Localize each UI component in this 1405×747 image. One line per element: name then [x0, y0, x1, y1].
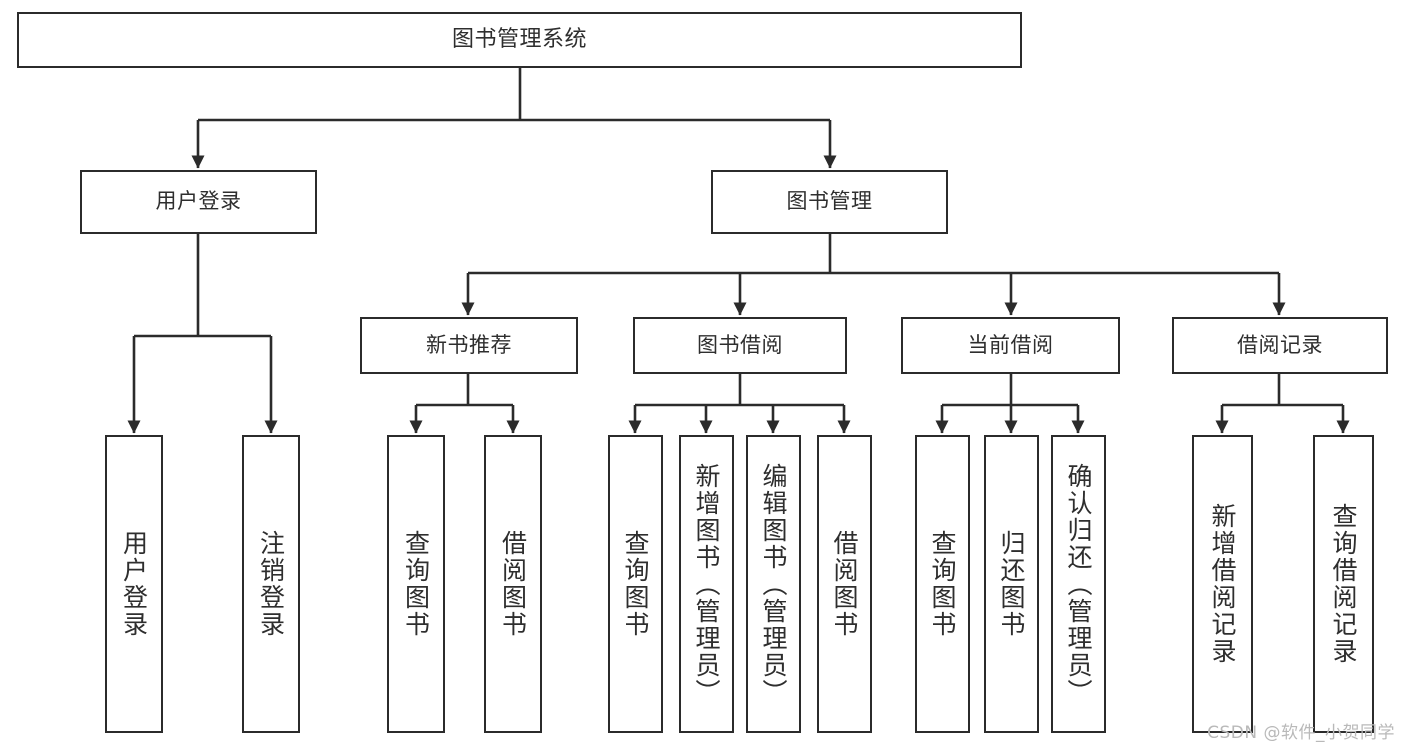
leaf-user-logout[interactable]: 注销登录	[242, 435, 300, 733]
node-user-login[interactable]: 用户登录	[80, 170, 317, 234]
leaf-borrow-lend-book[interactable]: 借阅图书	[817, 435, 872, 733]
leaf-records-add-label: 新增借阅记录	[1208, 503, 1237, 665]
leaf-current-confirm-return-admin[interactable]: 确认归还（管理员）	[1051, 435, 1106, 733]
leaf-current-query[interactable]: 查询图书	[915, 435, 970, 733]
leaf-borrow-edit-book-admin-label: 编辑图书（管理员）	[759, 462, 788, 706]
leaf-borrow-add-book-admin-label: 新增图书（管理员）	[692, 462, 721, 706]
node-borrow-records[interactable]: 借阅记录	[1172, 317, 1388, 374]
leaf-records-query[interactable]: 查询借阅记录	[1313, 435, 1374, 733]
node-user-login-label: 用户登录	[155, 189, 242, 214]
node-current-borrow[interactable]: 当前借阅	[901, 317, 1120, 374]
leaf-user-login[interactable]: 用户登录	[105, 435, 163, 733]
leaf-current-query-label: 查询图书	[928, 530, 957, 638]
node-new-book-recommend[interactable]: 新书推荐	[360, 317, 578, 374]
node-book-management-label: 图书管理	[786, 189, 873, 214]
leaf-current-return-book[interactable]: 归还图书	[984, 435, 1039, 733]
node-root[interactable]: 图书管理系统	[17, 12, 1022, 68]
node-book-borrow-label: 图书借阅	[697, 332, 783, 357]
leaf-user-login-label: 用户登录	[119, 530, 149, 638]
node-root-label: 图书管理系统	[451, 26, 587, 52]
leaf-records-add[interactable]: 新增借阅记录	[1192, 435, 1253, 733]
leaf-records-query-label: 查询借阅记录	[1329, 503, 1358, 665]
leaf-current-return-book-label: 归还图书	[997, 530, 1026, 638]
leaf-current-confirm-return-admin-label: 确认归还（管理员）	[1064, 462, 1093, 706]
leaf-borrow-query-label: 查询图书	[621, 530, 650, 638]
node-borrow-records-label: 借阅记录	[1237, 332, 1323, 357]
leaf-user-logout-label: 注销登录	[256, 530, 286, 638]
leaf-borrow-edit-book-admin[interactable]: 编辑图书（管理员）	[746, 435, 801, 733]
leaf-new-book-borrow[interactable]: 借阅图书	[484, 435, 542, 733]
leaf-borrow-add-book-admin[interactable]: 新增图书（管理员）	[679, 435, 734, 733]
leaf-borrow-lend-book-label: 借阅图书	[830, 530, 859, 638]
node-current-borrow-label: 当前借阅	[967, 332, 1054, 357]
leaf-new-book-borrow-label: 借阅图书	[498, 530, 528, 638]
leaf-borrow-query[interactable]: 查询图书	[608, 435, 663, 733]
node-book-management[interactable]: 图书管理	[711, 170, 948, 234]
watermark: CSDN @软件_小贺同学	[1207, 723, 1395, 743]
leaf-new-book-query[interactable]: 查询图书	[387, 435, 445, 733]
leaf-new-book-query-label: 查询图书	[401, 530, 431, 638]
node-book-borrow[interactable]: 图书借阅	[633, 317, 847, 374]
node-new-book-recommend-label: 新书推荐	[426, 332, 512, 357]
